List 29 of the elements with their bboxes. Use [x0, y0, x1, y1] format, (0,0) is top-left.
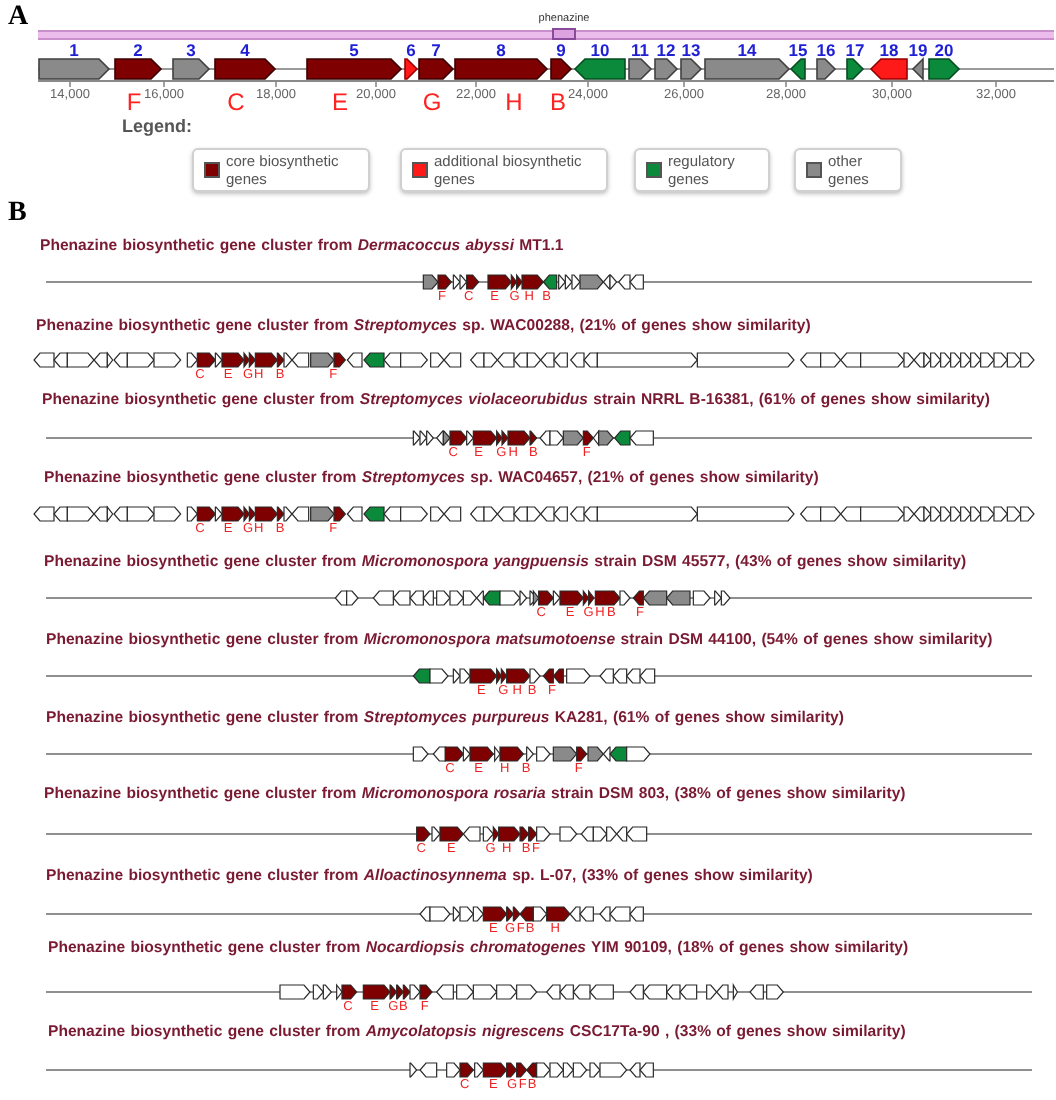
gene-number: 13	[681, 41, 701, 59]
gene-number: 2	[133, 41, 143, 59]
panel-label: A	[8, 4, 29, 32]
gene-number: 20	[934, 41, 954, 59]
gene-number: 7	[431, 41, 441, 59]
gene-number: 3	[186, 41, 196, 59]
gene-letter: E	[332, 90, 348, 114]
gene-number: 8	[496, 41, 506, 59]
gene-number: 10	[590, 41, 610, 59]
gene-number: 9	[556, 41, 566, 59]
gene-letter: G	[422, 90, 442, 114]
gene-letter: C	[227, 90, 245, 114]
gene-letter: H	[505, 90, 523, 114]
gene-letter: B	[550, 90, 566, 114]
gene-number: 1	[69, 41, 79, 59]
panel-label: B	[8, 200, 27, 228]
gene-number: 14	[737, 41, 757, 59]
gene-number: 16	[816, 41, 836, 59]
gene-number: 12	[656, 41, 676, 59]
gene-number: 11	[631, 41, 649, 59]
gene-number: 18	[879, 41, 899, 59]
gene-number: 17	[845, 41, 865, 59]
gene-number: 6	[406, 41, 416, 59]
gene-letter: F	[126, 90, 142, 114]
gene-number: 5	[349, 41, 359, 59]
gene-number: 4	[240, 41, 250, 59]
legend-title: Legend:	[122, 118, 192, 136]
gene-number: 15	[788, 41, 808, 59]
gene-number: 19	[908, 41, 928, 59]
